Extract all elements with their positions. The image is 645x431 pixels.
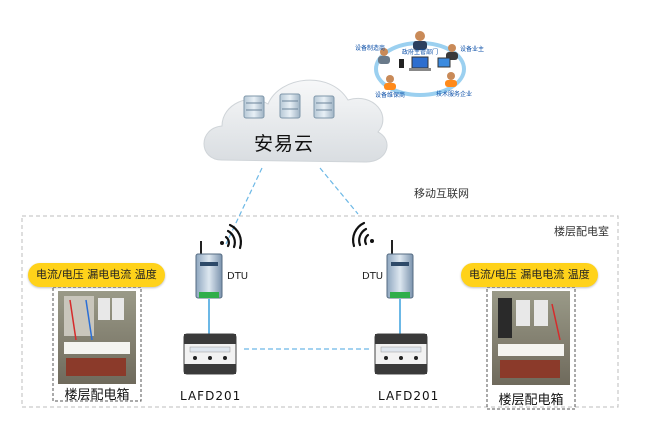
server-icon: [279, 93, 301, 119]
distribution-box-photo-right: [486, 286, 576, 410]
box-label-right: 楼层配电箱: [498, 393, 564, 408]
param-tag-left: 电流/电压 漏电电流 温度: [28, 263, 165, 287]
person-icon: [413, 31, 427, 50]
wifi-signal-icon: [352, 221, 374, 248]
distribution-room-frame: [21, 215, 619, 408]
lafd201-device-right: [374, 333, 428, 375]
param-tag-right: 电流/电压 漏电电流 温度: [461, 263, 598, 287]
dtu-module-right: [386, 240, 414, 299]
monitor-icon: [437, 57, 451, 68]
phone-icon: [399, 59, 404, 68]
distribution-box-photo-left: [52, 286, 142, 402]
cloud-link-left: [225, 167, 263, 245]
server-icon: [313, 95, 335, 119]
dtu-label-left: DTU: [227, 271, 249, 282]
person-icon: [378, 48, 390, 64]
device-label-left: LAFD201: [180, 389, 242, 403]
dtu-label-right: DTU: [362, 271, 384, 282]
role-service: 技术服务企业: [436, 91, 473, 98]
role-manufacturer: 设备制造商: [355, 45, 386, 52]
network-label: 移动互联网: [414, 187, 469, 200]
wifi-signal-icon: [220, 223, 242, 250]
lafd201-device-left: [183, 333, 237, 375]
role-maintenance: 设备维保商: [375, 92, 406, 99]
cloud-link-right: [319, 167, 359, 215]
cloud-label: 安易云: [254, 133, 315, 155]
server-icon: [243, 95, 265, 119]
person-icon: [445, 72, 457, 87]
dtu-module-left: [195, 241, 223, 299]
role-owner: 设备业主: [460, 46, 485, 53]
person-icon: [384, 75, 396, 90]
room-label: 楼层配电室: [552, 223, 611, 239]
box-label-left: 楼层配电箱: [64, 388, 130, 403]
role-government: 政府主管部门: [402, 49, 439, 56]
device-label-right: LAFD201: [378, 389, 440, 403]
laptop-icon: [409, 56, 431, 71]
